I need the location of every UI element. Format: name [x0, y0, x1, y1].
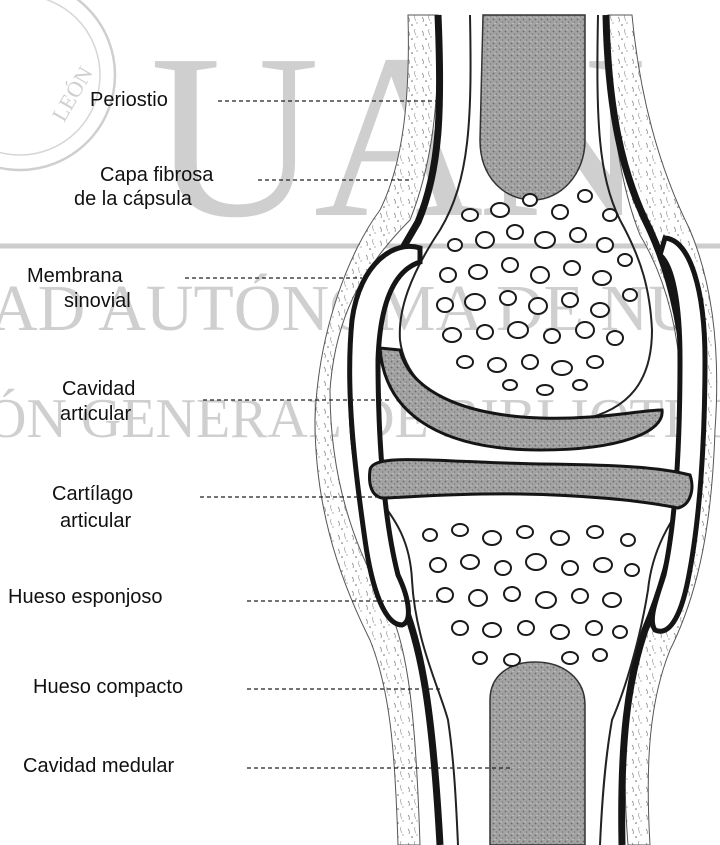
label-cavidad-medular: Cavidad medular — [23, 755, 174, 778]
label-hueso-esponjoso: Hueso esponjoso — [8, 586, 163, 609]
spongy-bone-lower — [423, 524, 639, 666]
label-membrana-line2: sinovial — [64, 290, 131, 313]
label-periostio: Periostio — [90, 89, 168, 112]
label-membrana-line1: Membrana — [27, 265, 123, 288]
label-cavidad-articular-line1: Cavidad — [62, 378, 135, 401]
watermark-seal — [0, 0, 115, 170]
label-cartilago-line2: articular — [60, 510, 131, 533]
label-hueso-compacto: Hueso compacto — [33, 676, 183, 699]
label-cartilago-line1: Cartílago — [52, 483, 133, 506]
label-capa-fibrosa-line2: de la cápsula — [74, 188, 192, 211]
label-cavidad-articular-line2: articular — [60, 403, 131, 426]
medullary-cavity-upper — [480, 15, 585, 200]
articular-cartilage-lower — [370, 460, 692, 508]
medullary-cavity-lower — [490, 662, 585, 845]
label-capa-fibrosa-line1: Capa fibrosa — [100, 164, 213, 187]
